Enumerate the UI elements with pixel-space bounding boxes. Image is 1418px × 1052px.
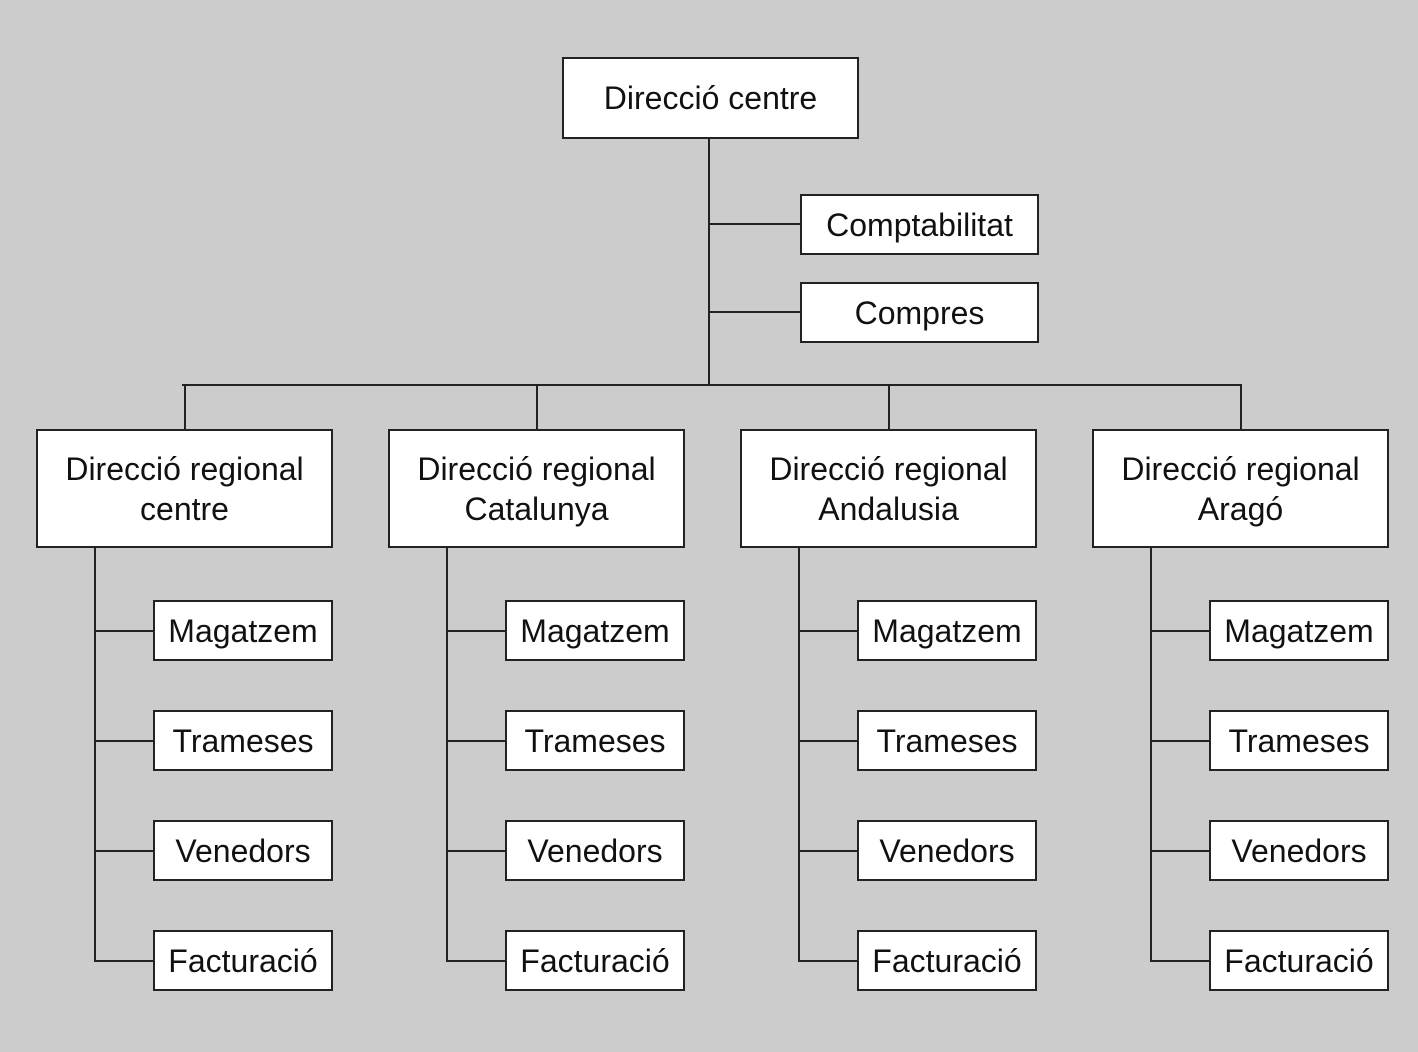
department-node: Facturació [857,930,1037,991]
department-node: Trameses [505,710,685,771]
department-node-label: Venedors [175,832,311,869]
department-node-label: Venedors [1231,832,1367,869]
department-connector [798,630,858,632]
department-node-label: Trameses [172,722,314,759]
department-node-label: Trameses [1228,722,1370,759]
department-node-label: Magatzem [1224,612,1374,649]
department-node-label: Trameses [876,722,1018,759]
department-node-label: Facturació [1224,942,1374,979]
department-connector [1150,740,1210,742]
department-connector [94,960,154,962]
staff-connector-compres [708,311,802,313]
region-node-line1: Direcció regional [1121,450,1360,487]
staff-node-label: Compres [854,294,985,331]
department-connector [94,630,154,632]
department-node: Facturació [153,930,333,991]
department-connector [798,740,858,742]
region-drop-connector [184,384,186,429]
department-node: Venedors [1209,820,1389,881]
region-node: Direcció regional Andalusia [740,429,1037,548]
department-connector [446,960,506,962]
department-node-label: Trameses [524,722,666,759]
department-node: Venedors [153,820,333,881]
department-node: Venedors [505,820,685,881]
department-connector [1150,850,1210,852]
department-connector [1150,960,1210,962]
region-trunk-connector [446,546,448,962]
department-node: Magatzem [505,600,685,661]
region-node-line1: Direcció regional [769,450,1008,487]
department-node: Trameses [1209,710,1389,771]
region-trunk-connector [94,546,96,962]
department-node-label: Facturació [520,942,670,979]
department-node-label: Venedors [879,832,1015,869]
department-connector [1150,630,1210,632]
region-drop-connector [1240,384,1242,429]
staff-node-compres: Compres [800,282,1039,343]
department-node: Facturació [505,930,685,991]
department-connector [446,850,506,852]
region-node: Direcció regional Catalunya [388,429,685,548]
department-node: Magatzem [857,600,1037,661]
department-node-label: Magatzem [168,612,318,649]
department-connector [446,630,506,632]
department-connector [94,740,154,742]
department-node: Magatzem [1209,600,1389,661]
staff-connector-comptabilitat [708,223,802,225]
root-node-label: Direcció centre [603,80,818,116]
staff-node-comptabilitat: Comptabilitat [800,194,1039,255]
department-node: Facturació [1209,930,1389,991]
department-node-label: Facturació [872,942,1022,979]
department-node: Magatzem [153,600,333,661]
region-node-line1: Direcció regional [65,450,304,487]
region-node: Direcció regional Aragó [1092,429,1389,548]
department-connector [798,850,858,852]
region-node-line2: Catalunya [464,490,609,527]
regions-bus-connector [182,384,1242,386]
department-node: Venedors [857,820,1037,881]
region-drop-connector [888,384,890,429]
department-node: Trameses [857,710,1037,771]
region-node-line2: Aragó [1197,490,1284,527]
region-trunk-connector [798,546,800,962]
root-node-direccio-centre: Direcció centre [562,57,859,139]
region-node-line1: Direcció regional [417,450,656,487]
region-trunk-connector [1150,546,1152,962]
staff-node-label: Comptabilitat [826,206,1013,243]
department-connector [446,740,506,742]
department-node: Trameses [153,710,333,771]
region-drop-connector [536,384,538,429]
department-node-label: Facturació [168,942,318,979]
department-node-label: Magatzem [872,612,1022,649]
department-node-label: Venedors [527,832,663,869]
region-node-line2: centre [140,490,229,527]
department-connector [94,850,154,852]
region-node-line2: Andalusia [818,490,959,527]
department-connector [798,960,858,962]
department-node-label: Magatzem [520,612,670,649]
root-trunk-connector [708,137,710,386]
region-node: Direcció regional centre [36,429,333,548]
